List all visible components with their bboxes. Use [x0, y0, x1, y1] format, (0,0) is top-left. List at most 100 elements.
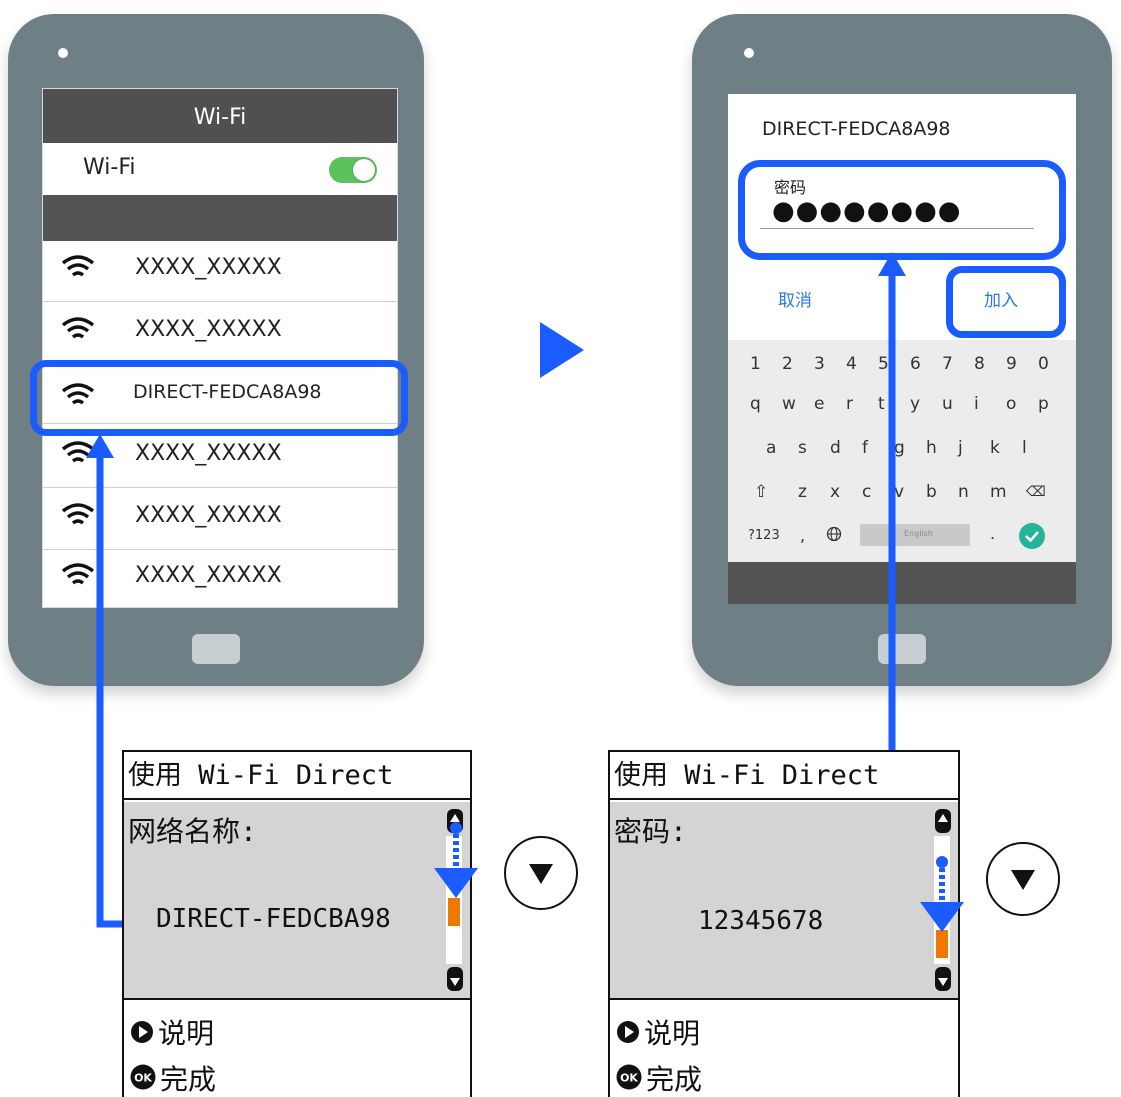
wifi-toggle-row[interactable]: Wi-Fi — [43, 143, 397, 195]
network-item[interactable]: XXXX_XXXXX — [43, 549, 397, 607]
key[interactable]: 3 — [814, 354, 825, 374]
panel-header: 使用 Wi-Fi Direct — [124, 752, 470, 800]
key[interactable]: e — [814, 394, 825, 414]
key[interactable]: 7 — [942, 354, 953, 374]
keyboard-row-bottom: ?123 , English . — [728, 522, 1076, 556]
key[interactable]: w — [782, 394, 796, 414]
confirm-check-icon[interactable] — [1018, 522, 1046, 554]
help-button-icon — [617, 1021, 639, 1043]
key[interactable]: o — [1006, 394, 1017, 414]
printer-panel-password: 使用 Wi-Fi Direct 密码: 12345678 说明 OK 完成 — [608, 750, 960, 1097]
key[interactable]: d — [830, 438, 841, 458]
key[interactable]: a — [766, 438, 777, 458]
panel-footer: 说明 OK 完成 — [610, 998, 958, 1097]
network-name-label: 网络名称: — [128, 815, 257, 848]
key[interactable]: p — [1038, 394, 1049, 414]
key[interactable]: g — [894, 438, 905, 458]
cancel-button[interactable]: 取消 — [778, 291, 812, 311]
key[interactable]: 9 — [1006, 354, 1017, 374]
wifi-icon — [61, 441, 95, 463]
join-button[interactable]: 加入 — [984, 291, 1018, 311]
key[interactable]: k — [990, 438, 1000, 458]
done-label: 完成 — [160, 1063, 217, 1096]
key[interactable]: y — [910, 394, 921, 414]
key[interactable]: b — [926, 482, 937, 502]
password-dialog-screen: DIRECT-FEDCA8A98 密码 ●●●●●●●● 取消 加入 1 2 3… — [728, 94, 1076, 604]
network-item[interactable]: XXXX_XXXXX — [43, 427, 397, 488]
scroll-down-arrow-icon — [920, 856, 964, 932]
key[interactable]: n — [958, 482, 969, 502]
shift-key[interactable]: ⇧ — [754, 482, 769, 502]
period-key[interactable]: . — [990, 524, 996, 543]
help-label: 说明 — [158, 1017, 215, 1050]
key[interactable]: 2 — [782, 354, 793, 374]
ok-button-text: OK — [620, 1072, 638, 1085]
scroll-down-icon — [447, 967, 463, 991]
join-button-highlight — [946, 266, 1066, 338]
keyboard-row-qwerty: q w e r t y u i o p — [728, 394, 1076, 426]
network-item[interactable]: XXXX_XXXXX — [43, 241, 397, 302]
wifi-toggle-switch[interactable] — [329, 157, 377, 183]
wifi-toggle-label: Wi-Fi — [83, 155, 136, 180]
key[interactable]: z — [798, 482, 807, 502]
ok-button-text: OK — [134, 1072, 152, 1085]
backspace-key[interactable]: ⌫ — [1026, 484, 1046, 500]
scroll-thumb — [448, 898, 460, 926]
key[interactable]: q — [750, 394, 761, 414]
network-item[interactable]: XXXX_XXXXX — [43, 489, 397, 550]
scroll-down-icon — [935, 967, 951, 991]
ok-button-icon: OK — [616, 1064, 642, 1090]
network-item-selected[interactable]: DIRECT-FEDCA8A98 — [43, 363, 397, 424]
key[interactable]: 4 — [846, 354, 857, 374]
key[interactable]: x — [830, 482, 841, 502]
key[interactable]: h — [926, 438, 937, 458]
key[interactable]: c — [862, 482, 872, 502]
toggle-knob — [353, 159, 375, 181]
password-input[interactable]: ●●●●●●●● — [772, 196, 962, 226]
key[interactable]: 1 — [750, 354, 761, 374]
password-label: 密码 — [774, 178, 807, 197]
key[interactable]: m — [990, 482, 1007, 502]
camera-dot — [744, 48, 754, 58]
key[interactable]: r — [846, 394, 853, 414]
input-underline — [760, 228, 1034, 229]
network-name: XXXX_XXXXX — [135, 503, 282, 528]
password-label: 密码: — [614, 815, 687, 848]
key[interactable]: 0 — [1038, 354, 1049, 374]
key[interactable]: u — [942, 394, 953, 414]
down-arrow-button-icon — [986, 842, 1060, 916]
dialog-title: DIRECT-FEDCA8A98 — [762, 118, 951, 140]
screen-title: Wi-Fi — [43, 89, 397, 143]
key[interactable]: t — [878, 394, 885, 414]
network-name: DIRECT-FEDCA8A98 — [133, 381, 322, 403]
space-key[interactable] — [860, 524, 970, 546]
key[interactable]: v — [894, 482, 905, 502]
space-key-label: English — [904, 529, 933, 538]
scroll-thumb — [936, 930, 948, 958]
done-label: 完成 — [646, 1063, 703, 1096]
wifi-icon — [61, 383, 95, 405]
key[interactable]: f — [862, 438, 868, 458]
keyboard-row-asdf: a s d f g h j k l — [728, 438, 1076, 470]
wifi-icon — [61, 563, 95, 585]
key[interactable]: 5 — [878, 354, 889, 374]
wifi-icon — [61, 255, 95, 277]
key[interactable]: j — [958, 438, 963, 458]
network-name: XXXX_XXXXX — [135, 317, 282, 342]
key[interactable]: l — [1022, 438, 1027, 458]
network-name: XXXX_XXXXX — [135, 563, 282, 588]
play-arrow-icon — [540, 322, 584, 378]
panel-header: 使用 Wi-Fi Direct — [610, 752, 958, 800]
help-button-icon — [131, 1021, 153, 1043]
comma-key[interactable]: , — [800, 526, 806, 545]
key[interactable]: 8 — [974, 354, 985, 374]
key[interactable]: i — [974, 394, 979, 414]
key[interactable]: 6 — [910, 354, 921, 374]
down-arrow-button-icon — [504, 836, 578, 910]
home-button — [192, 634, 240, 664]
printer-panel-network-name: 使用 Wi-Fi Direct 网络名称: DIRECT-FEDCBA98 说明… — [122, 750, 472, 1097]
key[interactable]: s — [798, 438, 807, 458]
selected-network-highlight — [30, 360, 408, 436]
symbols-key[interactable]: ?123 — [748, 528, 780, 543]
globe-icon[interactable] — [826, 526, 842, 546]
